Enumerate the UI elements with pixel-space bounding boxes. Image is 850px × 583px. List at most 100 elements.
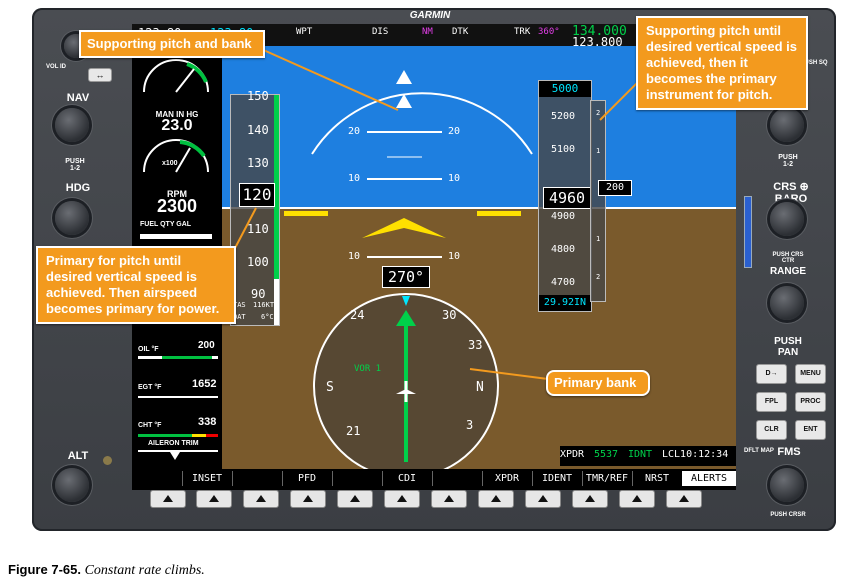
push12-right-label: PUSH 1-2 <box>778 154 798 168</box>
crs-baro-label: CRS ⊕ BARO <box>773 181 809 205</box>
softkey-6[interactable] <box>384 490 420 508</box>
softkey-10[interactable] <box>572 490 608 508</box>
alt-knob[interactable] <box>55 468 89 502</box>
altitude-tick-4800: 4800 <box>551 244 576 255</box>
compass-label-24: 24 <box>350 308 365 322</box>
softkey-9[interactable] <box>525 490 561 508</box>
tas-label: TAS <box>233 301 246 309</box>
push-pan-label: PUSH PAN <box>774 336 802 358</box>
figure-label: Figure 7-65. <box>8 562 81 577</box>
cht-label: CHT °F <box>138 422 162 429</box>
fpl-button[interactable]: FPL <box>756 392 787 412</box>
manifold-label: MAN IN HG <box>155 110 199 119</box>
airspeed-readout: 120 <box>239 183 275 207</box>
pitch-label-10-right: 10 <box>448 173 461 184</box>
airspeed-tick-130: 130 <box>247 156 269 170</box>
figure-caption: Figure 7-65. Constant rate climbs. <box>8 562 205 579</box>
local-time: LCL10:12:34 <box>662 449 729 460</box>
dis-label: DIS <box>372 27 389 37</box>
nav-swap-button[interactable]: ↔ <box>88 68 112 82</box>
vs-tick-1-up: 1 <box>596 147 601 155</box>
pitch-label-20-left: 20 <box>348 126 361 137</box>
selected-altitude: 5000 <box>539 81 591 97</box>
softkey-5[interactable] <box>337 490 373 508</box>
airspeed-tick-90: 90 <box>251 287 266 301</box>
altitude-tick-4900: 4900 <box>551 211 576 222</box>
heading-readout: 270° <box>382 266 430 288</box>
photo-sensor-icon <box>103 456 112 465</box>
compass-label-3: 3 <box>466 418 474 432</box>
egt-label: EGT °F <box>138 384 162 391</box>
altitude-tick-5200: 5200 <box>551 111 576 122</box>
pitch-label-minus10-left: 10 <box>348 251 361 262</box>
vs-tick-1-down: 1 <box>596 235 601 243</box>
ent-button[interactable]: ENT <box>795 420 826 440</box>
nav-standby-frequency: 123.800 <box>572 35 623 49</box>
airspeed-color-band <box>274 95 279 325</box>
nav-active-frequency: 134.000 <box>572 24 627 39</box>
softkey-label-inset: INSET <box>182 471 233 486</box>
status-bar: XPDR 5537 IDNT LCL10:12:34 <box>560 446 736 466</box>
softkey-2[interactable] <box>196 490 232 508</box>
softkey-label-xpdr: XPDR <box>482 471 533 486</box>
trk-value: 360° <box>538 27 560 37</box>
cht-gauge <box>138 434 218 437</box>
dflt-map-label: DFLT MAP <box>744 448 774 454</box>
compass-label-21: 21 <box>346 424 361 438</box>
callout-pitch-bank: Supporting pitch and bank <box>79 30 265 58</box>
oat-value: 6°C <box>261 313 274 321</box>
fms-label: FMS <box>777 446 801 458</box>
vol-id-label: VOL ID <box>46 64 66 70</box>
softkey-label-cdi: CDI <box>382 471 433 486</box>
range-label: RANGE <box>769 266 807 277</box>
softkey-label-tmr-ref: TMR/REF <box>582 471 633 486</box>
manifold-gauge <box>143 59 209 93</box>
trk-label: TRK <box>514 27 531 37</box>
proc-button[interactable]: PROC <box>795 392 826 412</box>
clr-button[interactable]: CLR <box>756 420 787 440</box>
altitude-tape: 5000 5200 5100 4900 4800 4700 4960 29.92… <box>538 80 592 312</box>
push-crsr-label: PUSH CRSR <box>770 512 806 518</box>
dimmer-slider[interactable] <box>744 196 752 268</box>
fms-knob[interactable] <box>770 468 804 502</box>
xpdr-label: XPDR <box>560 449 585 460</box>
airspeed-tape: 150 140 130 110 100 90 120 TAS 116KT OAT… <box>230 89 280 326</box>
airspeed-tick-100: 100 <box>247 255 269 269</box>
vertical-speed-bug: 200 <box>598 180 632 196</box>
hdg-label: HDG <box>65 182 91 194</box>
direct-to-button[interactable]: D→ <box>756 364 787 384</box>
nav-source-label: VOR 1 <box>354 364 382 374</box>
rpm-gauge <box>143 139 209 173</box>
softkey-11[interactable] <box>619 490 655 508</box>
nav-knob[interactable] <box>55 108 89 142</box>
softkey-7[interactable] <box>431 490 467 508</box>
softkey-4[interactable] <box>290 490 326 508</box>
figure-title: Constant rate climbs. <box>84 563 205 578</box>
menu-button[interactable]: MENU <box>795 364 826 384</box>
softkey-3[interactable] <box>243 490 279 508</box>
softkey-label-3 <box>232 471 283 486</box>
softkey-1[interactable] <box>150 490 186 508</box>
callout-airspeed: Primary for pitch until desired vertical… <box>36 246 236 324</box>
alt-label: ALT <box>67 450 89 462</box>
pitch-label-10-left: 10 <box>348 173 361 184</box>
com-knob[interactable] <box>770 108 804 142</box>
range-knob[interactable] <box>770 286 804 320</box>
oil-temp-label: OIL °F <box>138 346 159 353</box>
compass-label-s: S <box>326 380 334 395</box>
softkey-8[interactable] <box>478 490 514 508</box>
hdg-knob[interactable] <box>55 201 89 235</box>
vol-sq-label: PUSH SQ <box>800 60 828 66</box>
softkey-bar <box>132 469 736 490</box>
altitude-tick-5100: 5100 <box>551 144 576 155</box>
manifold-value: 23.0 <box>161 117 193 134</box>
softkey-label-ident: IDENT <box>532 471 583 486</box>
altitude-tick-4700: 4700 <box>551 277 576 288</box>
softkey-label-nrst: NRST <box>632 471 683 486</box>
callout-bank: Primary bank <box>546 370 650 396</box>
softkey-12[interactable] <box>666 490 702 508</box>
airspeed-tick-140: 140 <box>247 123 269 137</box>
crs-baro-knob[interactable] <box>770 202 804 236</box>
compass-label-33: 33 <box>468 338 483 352</box>
softkey-label-1 <box>132 471 183 486</box>
